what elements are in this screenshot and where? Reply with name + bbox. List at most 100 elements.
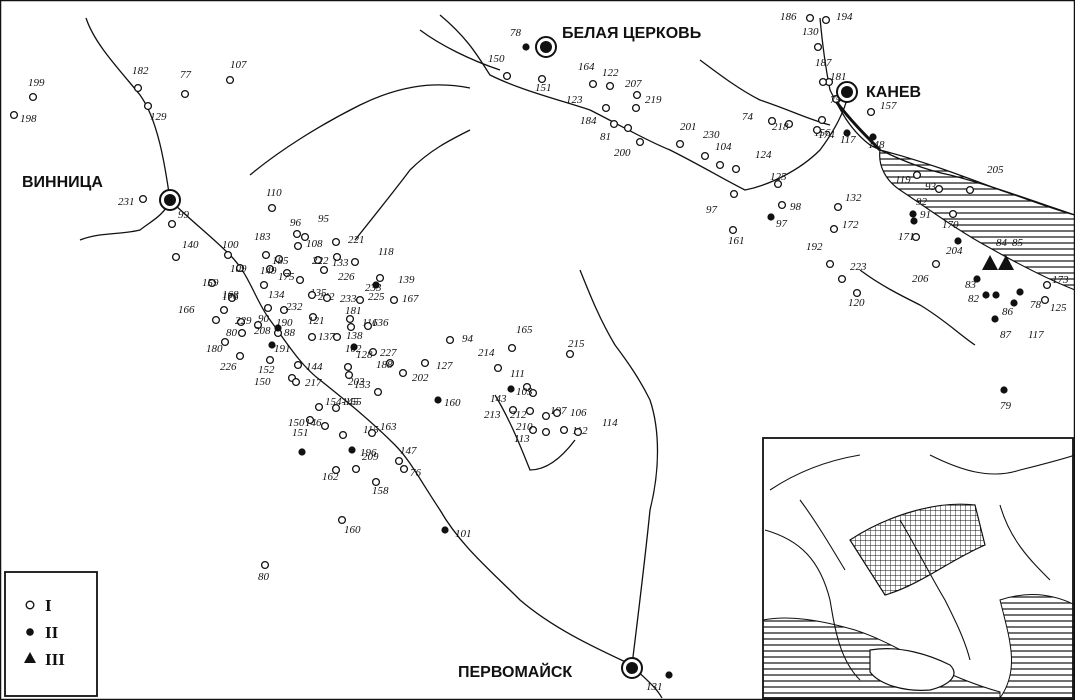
site-open-marker (261, 250, 271, 260)
site-open-marker (235, 351, 245, 361)
site-label: 124 (755, 149, 772, 161)
site-open-marker (911, 232, 921, 242)
site-open-marker (508, 405, 518, 415)
site-label: 173 (1052, 274, 1069, 286)
site-label: 159 (202, 277, 219, 289)
site-open-marker (837, 274, 847, 284)
site-open-marker (729, 189, 739, 199)
site-open-marker (965, 185, 975, 195)
site-open-marker (731, 164, 741, 174)
site-label: 168 (222, 289, 239, 301)
river-sinyukha (579, 269, 659, 666)
site-open-marker (525, 406, 535, 416)
site-label: 87 (1000, 329, 1012, 341)
site-label: 164 (578, 61, 595, 73)
site-open-marker (337, 515, 347, 525)
city-marker-inner (540, 41, 552, 53)
site-open-marker (537, 74, 547, 84)
site-label: 181 (830, 71, 847, 83)
site-open-marker (818, 77, 828, 87)
site-open-marker (833, 202, 843, 212)
site-open-marker (259, 280, 269, 290)
site-label: 170 (942, 219, 959, 231)
site-open-marker (635, 137, 645, 147)
site-open-marker (767, 116, 777, 126)
site-open-marker (493, 363, 503, 373)
site-label: 204 (946, 245, 963, 257)
site-filled-marker (991, 315, 999, 323)
legend-frame (4, 571, 98, 697)
site-open-marker (817, 115, 827, 125)
site-label: 167 (402, 293, 419, 305)
site-open-marker (931, 259, 941, 269)
site-label: 219 (645, 94, 662, 106)
site-open-marker (313, 255, 323, 265)
river-east-tributary (859, 269, 976, 346)
site-label: 147 (400, 445, 417, 457)
inset-azov-sea (999, 594, 1075, 699)
inset-river-5 (799, 499, 846, 571)
site-open-marker (375, 273, 385, 283)
site-label: 145 (342, 396, 359, 408)
site-open-marker (267, 203, 277, 213)
site-open-marker (207, 278, 217, 288)
site-open-marker (1042, 280, 1052, 290)
site-label: 84 (996, 237, 1008, 249)
site-label: 149 (260, 265, 277, 277)
site-label: 183 (254, 231, 271, 243)
site-open-marker (307, 332, 317, 342)
site-label: 117 (1028, 329, 1044, 341)
site-open-marker (293, 241, 303, 251)
site-open-marker (292, 229, 302, 239)
site-label: 218 (772, 121, 789, 133)
site-label: 184 (580, 115, 597, 127)
site-open-marker (236, 317, 246, 327)
site-open-marker (934, 184, 944, 194)
site-label: 187 (815, 57, 832, 69)
site-label: 95 (318, 213, 330, 225)
site-open-marker (445, 335, 455, 345)
site-open-marker (398, 368, 408, 378)
site-open-marker (332, 252, 342, 262)
site-label: 80 (226, 327, 238, 339)
river-southern-bug-main (169, 199, 633, 666)
site-open-marker (623, 123, 633, 133)
site-label: 222 (312, 255, 329, 267)
site-label: 226 (220, 361, 237, 373)
site-open-marker (322, 293, 332, 303)
site-open-marker (389, 295, 399, 305)
site-open-marker (211, 315, 221, 325)
site-open-marker (715, 160, 725, 170)
site-open-marker (631, 103, 641, 113)
city-marker-inner (626, 662, 638, 674)
site-open-marker (385, 358, 395, 368)
river-tributary-mid (354, 129, 471, 241)
site-label: 75 (830, 94, 842, 106)
site-filled-marker (954, 237, 962, 245)
site-open-marker (167, 219, 177, 229)
site-open-marker (605, 81, 615, 91)
site-label: 162 (322, 471, 339, 483)
site-label: 194 (836, 11, 853, 23)
site-label: 226 (338, 271, 355, 283)
site-open-marker (700, 151, 710, 161)
site-label: 83 (965, 279, 977, 291)
site-label: 104 (715, 141, 732, 153)
site-filled-marker (348, 446, 356, 454)
site-label: 92 (916, 196, 928, 208)
site-open-marker (852, 288, 862, 298)
site-label: 127 (436, 360, 453, 372)
site-open-marker (343, 362, 353, 372)
site-label: 123 (566, 94, 583, 106)
site-label: 132 (845, 192, 862, 204)
site-open-marker (307, 290, 317, 300)
site-open-marker (9, 110, 19, 120)
site-open-marker (331, 237, 341, 247)
site-open-marker (813, 42, 823, 52)
site-open-marker (541, 427, 551, 437)
site-open-marker (1040, 295, 1050, 305)
site-label: 113 (514, 433, 530, 445)
site-label: 185 (272, 255, 289, 267)
site-label: 146 (305, 417, 322, 429)
